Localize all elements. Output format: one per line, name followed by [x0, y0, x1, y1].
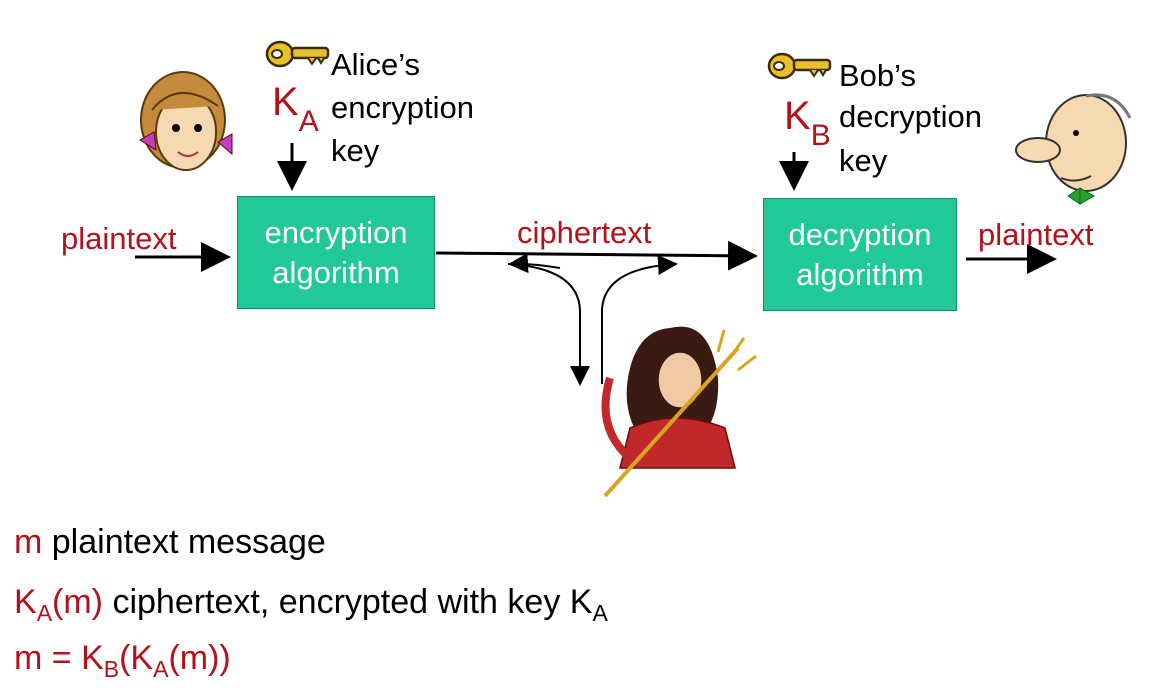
- key-icon: [767, 52, 832, 80]
- dec-box-line1: decryption: [788, 216, 932, 252]
- enc-box-line2: algorithm: [272, 254, 400, 290]
- eavesdrop-curve-right: [601, 255, 678, 384]
- key-icon: [265, 40, 330, 68]
- bob-key-line1: Bob’s: [839, 58, 916, 93]
- enc-box-line1: encryption: [264, 214, 408, 250]
- key-a-symbol: KA: [272, 80, 319, 138]
- key-b-symbol: KB: [784, 94, 831, 152]
- bob-key-line2: decryption: [839, 99, 983, 134]
- trudy-figure: [601, 326, 757, 498]
- alice-figure: [139, 71, 233, 171]
- plaintext-output-label: plaintext: [978, 217, 1094, 252]
- bob-figure: [1015, 93, 1132, 205]
- bob-key-line3: key: [839, 143, 888, 178]
- eavesdrop-curve-left: [507, 263, 590, 386]
- legend-line-3: m = KB(KA(m)): [14, 639, 231, 682]
- plaintext-input-label: plaintext: [61, 221, 177, 256]
- alice-key-line2: encryption: [331, 90, 475, 125]
- eavesdrop-curve-left-head: [508, 253, 561, 274]
- decryption-algorithm-box: decryption algorithm: [763, 198, 957, 311]
- arrow-ciphertext: [435, 240, 758, 271]
- ciphertext-label: ciphertext: [517, 215, 652, 250]
- encryption-algorithm-box: encryption algorithm: [237, 196, 435, 309]
- legend-line-1: m plaintext message: [14, 523, 326, 561]
- legend-line-2: KA(m) ciphertext, encrypted with key KA: [14, 583, 608, 626]
- dec-box-line2: algorithm: [796, 256, 924, 292]
- alice-key-line1: Alice’s: [331, 47, 421, 82]
- alice-key-line3: key: [331, 133, 380, 168]
